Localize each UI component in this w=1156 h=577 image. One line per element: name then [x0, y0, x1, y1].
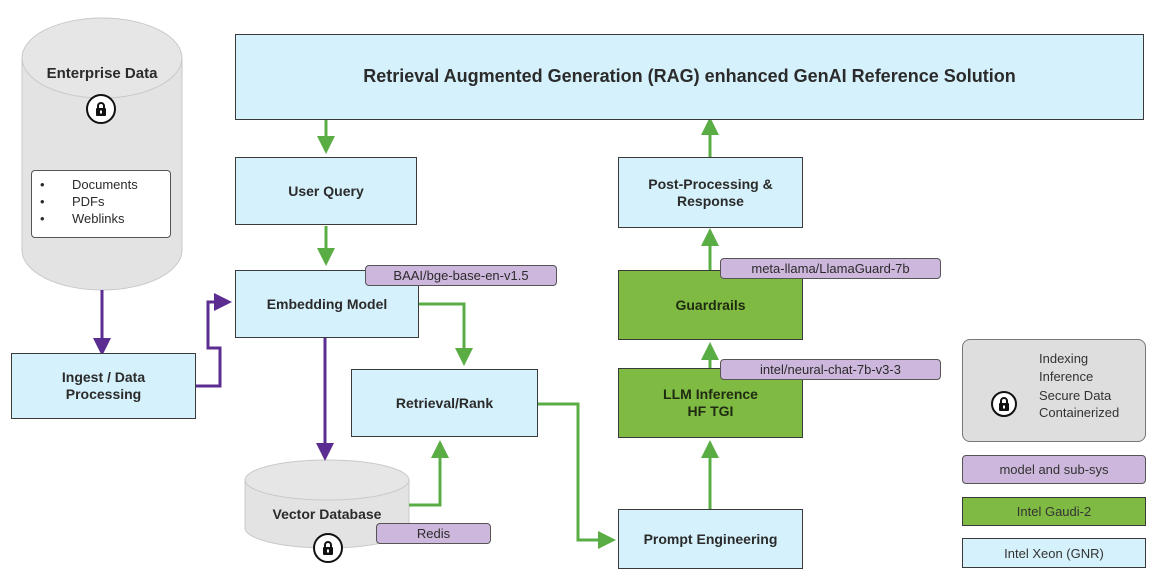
lock-icon	[86, 94, 116, 124]
solution-title-banner: Retrieval Augmented Generation (RAG) enh…	[235, 34, 1144, 120]
enterprise-data-list: •Documents •PDFs •Weblinks	[31, 170, 171, 238]
legend-secure-label: Secure Data Containerized	[1039, 388, 1120, 420]
prompt-engineering-box: Prompt Engineering	[618, 509, 803, 569]
enterprise-data-label: Enterprise Data	[46, 65, 158, 82]
embedding-model-tag: BAAI/bge-base-en-v1.5	[365, 265, 557, 286]
list-item: •Weblinks	[40, 211, 125, 226]
lock-icon	[991, 391, 1017, 417]
solution-title: Retrieval Augmented Generation (RAG) enh…	[363, 66, 1016, 87]
guardrails-box: Guardrails	[618, 270, 803, 340]
edge-embedding-to-retrieval	[419, 302, 473, 366]
llama-guard-tag: meta-llama/LlamaGuard-7b	[720, 258, 941, 279]
legend-inference-label: Inference	[1039, 369, 1094, 384]
legend-model-subsys: model and sub-sys	[962, 455, 1146, 484]
edge-retrieval-to-prompt	[538, 402, 616, 549]
lock-icon	[313, 533, 343, 563]
retrieval-rank-box: Retrieval/Rank	[351, 369, 538, 437]
edge-vectordb-to-retrieval	[409, 440, 449, 507]
neural-chat-tag: intel/neural-chat-7b-v3-3	[720, 359, 941, 380]
legend-intel-gaudi: Intel Gaudi-2	[962, 497, 1146, 526]
post-processing-box: Post-Processing & Response	[618, 157, 803, 228]
ingest-data-processing-box: Ingest / Data Processing	[11, 353, 196, 419]
enterprise-data-cylinder	[21, 17, 183, 291]
edge-ingest-to-embedding	[196, 293, 232, 388]
legend-indexing-label: Indexing	[1039, 351, 1089, 366]
legend-panel	[962, 339, 1146, 442]
user-query-box: User Query	[235, 157, 417, 225]
list-item: •Documents	[40, 177, 138, 192]
vector-database-cylinder	[244, 459, 410, 549]
legend-intel-xeon: Intel Xeon (GNR)	[962, 538, 1146, 568]
redis-tag: Redis	[376, 523, 491, 544]
vector-database-label: Vector Database	[272, 506, 382, 522]
list-item: •PDFs	[40, 194, 105, 209]
